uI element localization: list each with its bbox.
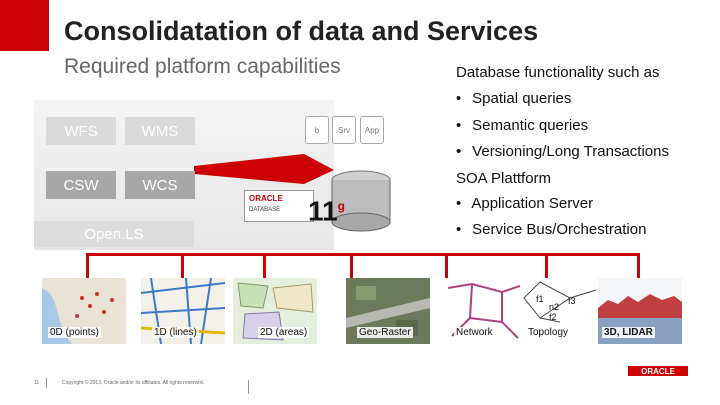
bus-drop-5 — [545, 253, 548, 279]
tile-caption-network: Network — [454, 327, 495, 338]
service-box-wcs: WCS — [125, 171, 195, 199]
bullet-versioning: • Versioning/Long Transactions — [456, 143, 669, 160]
tile-caption-lines: 1D (lines) — [152, 327, 199, 338]
slide-subtitle: Required platform capabilities — [64, 55, 341, 78]
small-box-app: App — [360, 116, 384, 144]
db-functionality-heading: Database functionality such as — [456, 64, 660, 81]
soa-heading: SOA Plattform — [456, 170, 552, 187]
topology-label-f3: f3 — [568, 296, 576, 306]
bus-drop-0 — [86, 253, 89, 279]
bus-drop-6 — [637, 253, 640, 279]
footer-divider-2 — [248, 380, 249, 394]
tile-caption-points: 0D (points) — [48, 327, 101, 338]
bullet-spatial-queries: • Spatial queries — [456, 90, 572, 107]
service-box-csw: CSW — [46, 171, 116, 199]
footer-divider — [46, 378, 47, 388]
data-bus-line — [86, 253, 640, 256]
service-box-wms: WMS — [125, 117, 195, 145]
small-box-srv: Srv — [332, 116, 356, 144]
bus-drop-3 — [350, 253, 353, 279]
oracle-brand-logo: ORACLE — [628, 366, 688, 376]
tile-caption-topology: Topology — [526, 327, 571, 338]
copyright-text: Copyright © 2013, Oracle and/or its affi… — [62, 380, 204, 386]
bullet-service-bus: • Service Bus/Orchestration — [456, 221, 647, 238]
topology-label-f2: f2 — [549, 312, 557, 322]
openls-box: Open.LS — [34, 221, 194, 247]
bus-drop-2 — [263, 253, 266, 279]
tile-caption-georaster: Geo-Raster — [357, 327, 413, 338]
small-box-b: b — [305, 116, 329, 144]
oracle-database-logo: ORACLE DATABASE — [244, 190, 314, 222]
database-cylinder-icon — [331, 170, 391, 232]
topology-label-f1: f1 — [536, 294, 544, 304]
bus-drop-4 — [445, 253, 448, 279]
bullet-application-server: • Application Server — [456, 195, 594, 212]
red-arrow-band — [194, 154, 334, 184]
tile-caption-areas: 2D (areas) — [258, 327, 310, 338]
slide-corner-mark — [0, 0, 49, 51]
db-version-label: 11g — [308, 195, 345, 227]
bullet-semantic-queries: • Semantic queries — [456, 117, 589, 134]
bus-drop-1 — [181, 253, 184, 279]
service-box-wfs: WFS — [46, 117, 116, 145]
tile-caption-lidar: 3D, LIDAR — [602, 327, 655, 338]
page-number: 11 — [34, 380, 40, 386]
slide-title: Consolidatation of data and Services — [64, 16, 539, 46]
topology-label-n2: n2 — [549, 302, 560, 312]
